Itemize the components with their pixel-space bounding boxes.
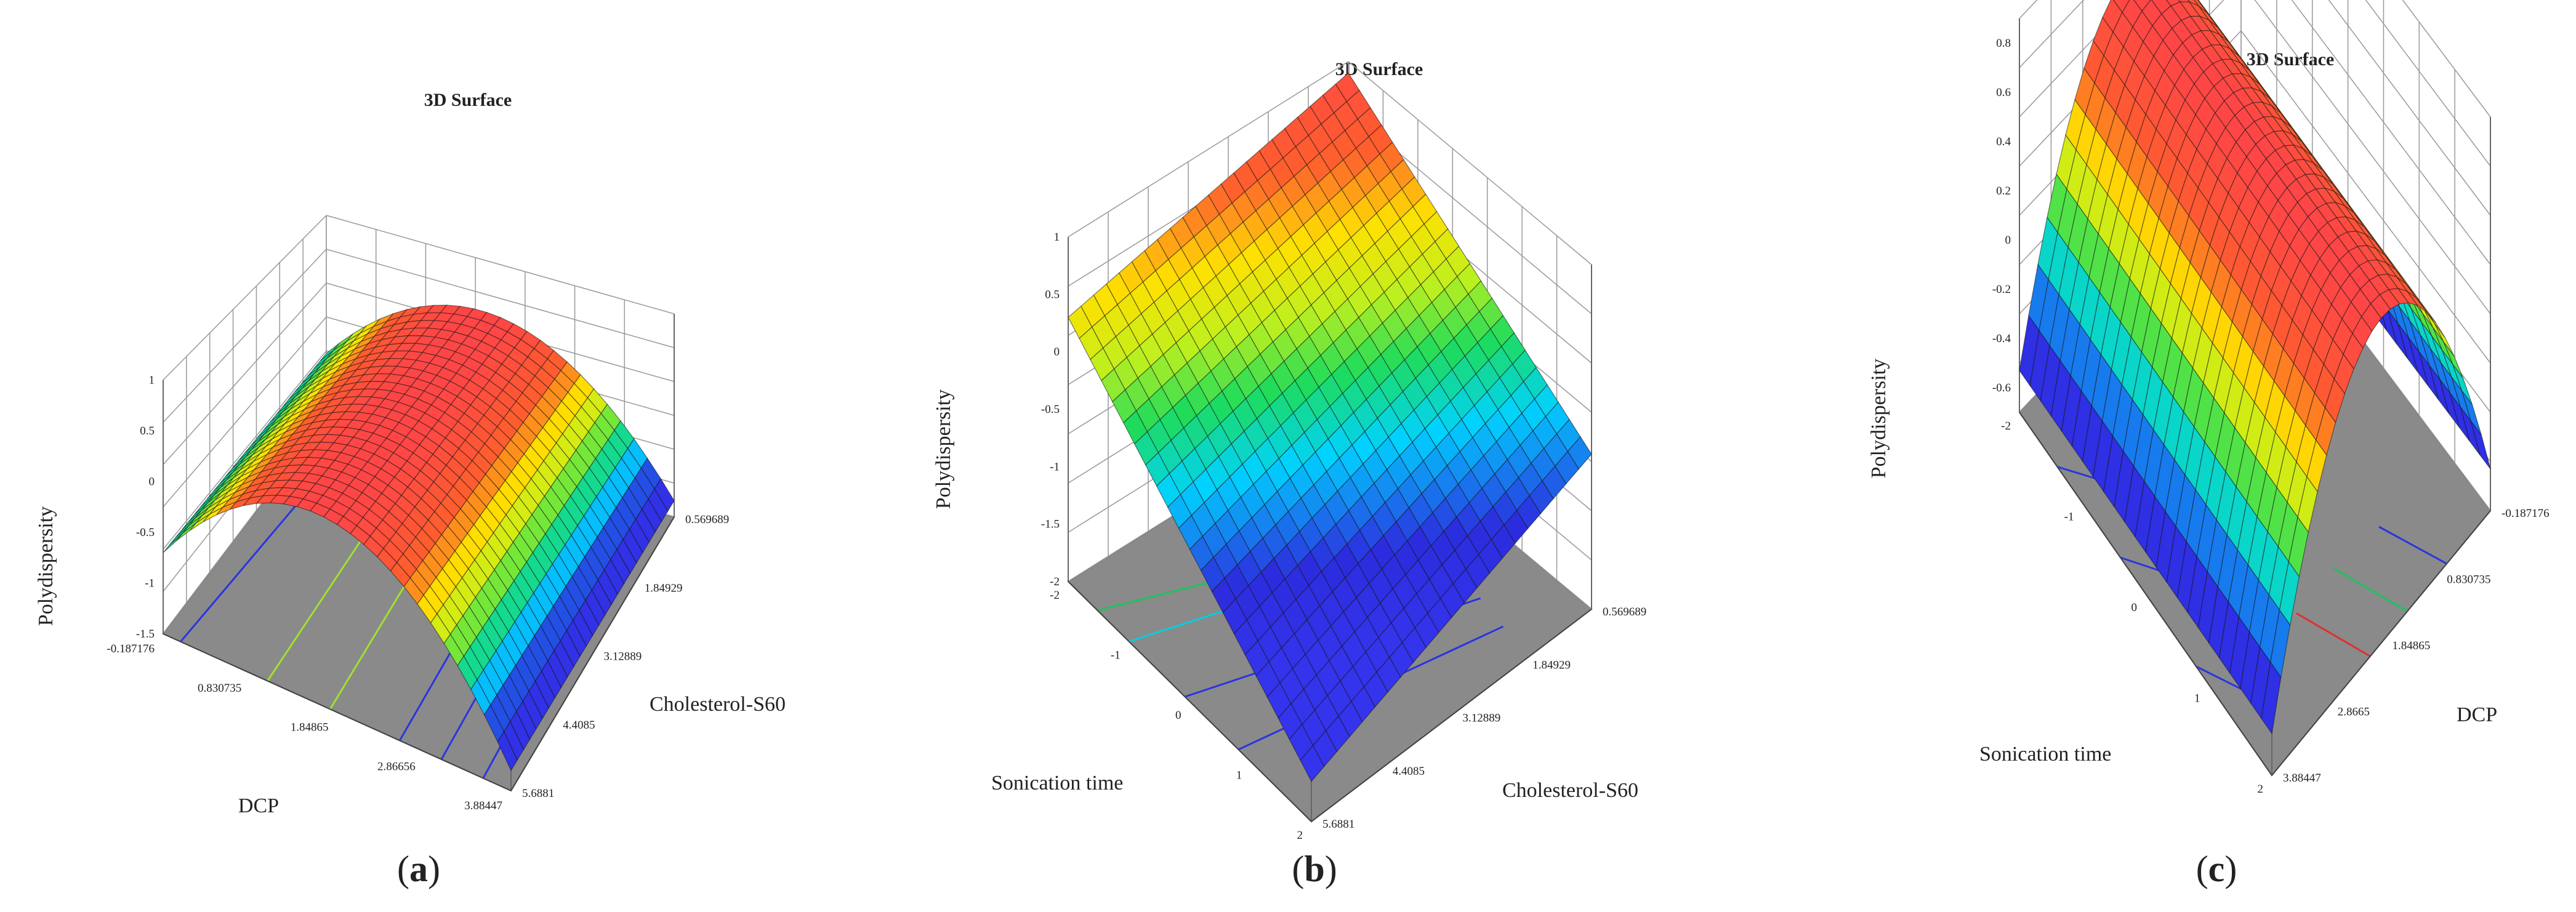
chart-b-y-tick: 0.569689 <box>1603 606 1646 618</box>
chart-c-y-tick: 3.88447 <box>2283 772 2321 785</box>
chart-b-x-tick: 1 <box>1236 769 1242 782</box>
chart-b-z-tick: 0.5 <box>1045 288 1060 301</box>
chart-c-wall-gridline <box>2328 0 2491 216</box>
chart-b-x-tick: -2 <box>1050 589 1060 602</box>
chart-c-x-tick: 0 <box>2131 601 2138 614</box>
chart-c-y-tick: 1.84865 <box>2393 639 2431 652</box>
chart-c-ylabel: DCP <box>2457 703 2497 726</box>
chart-c-z-tick: -0.6 <box>1992 382 2011 394</box>
chart-a-x-tick: 0.830735 <box>198 682 241 695</box>
chart-a-z-tick: 0.5 <box>140 425 155 438</box>
chart-b-surface-cell <box>1300 745 1325 782</box>
chart-c-z-tick: -0.4 <box>1992 332 2011 345</box>
chart-b-surface: -2 -1 0 1 2 0.569689 1.84929 3.12889 4.4085 5.688… <box>1041 61 1646 842</box>
chart-a-y-tick: 1.84929 <box>645 582 683 594</box>
chart-c-zlabel: Polydispersity <box>1867 359 1890 479</box>
chart-c-z-tick: -0.2 <box>1992 283 2011 296</box>
chart-a-title: 3D Surface <box>424 90 512 110</box>
chart-a-x-tick: 3.88447 <box>464 799 502 812</box>
chart-a-z-tick: -0.5 <box>136 526 155 539</box>
chart-a-wall-gridline <box>163 350 327 550</box>
chart-b-x-tick: -1 <box>1111 649 1121 662</box>
chart-c-wall-gridline <box>2019 0 2131 118</box>
chart-a-y-tick: 3.12889 <box>604 650 642 663</box>
chart-a-z-tick: -1 <box>145 577 155 590</box>
chart-c-z-tick: 0.4 <box>1996 135 2011 148</box>
chart-b-wall-gridline <box>1068 61 1349 238</box>
chart-a-wall-gridline <box>326 215 675 314</box>
chart-a-x-tick: -0.187176 <box>107 642 155 655</box>
chart-c: 3D Surface -2 -1 0 1 2 -0.187176 0.830735 1.848… <box>1867 0 2550 889</box>
chart-c-surface-cell <box>2261 661 2282 735</box>
chart-b-y-tick: 1.84929 <box>1532 658 1571 671</box>
chart-b-ylabel: Cholesterol-S60 <box>1502 779 1638 802</box>
chart-c-x-tick: -1 <box>2064 511 2074 524</box>
chart-c-y-tick: 0.830735 <box>2447 574 2490 586</box>
chart-c-z-tick: 0.8 <box>1996 37 2011 50</box>
chart-c-wall-gridline <box>2402 0 2491 118</box>
chart-b: 3D Surface -2-10120.5696891.849293.12889… <box>932 59 1646 889</box>
chart-c-x-tick: 2 <box>2258 783 2264 796</box>
chart-b-wall-gridline <box>1348 61 1592 265</box>
chart-b-y-tick: 3.12889 <box>1463 712 1501 725</box>
chart-c-xlabel: Sonication time <box>1979 743 2111 766</box>
chart-a-surface: -0.187176 0.830735 1.84865 2.86656 3.88447 0.… <box>107 215 729 812</box>
chart-a: 3D Surface -0.187176 0.830735 1.84865 2.866… <box>34 90 786 889</box>
chart-b-y-tick: 4.4085 <box>1393 765 1425 778</box>
chart-a-wall-gridline <box>163 316 327 508</box>
chart-b-xlabel: Sonication time <box>991 772 1123 794</box>
chart-a-z-tick: 0 <box>149 476 155 489</box>
chart-a-y-tick: 4.4085 <box>563 719 595 732</box>
chart-c-surface: -2 -1 0 1 2 -0.187176 0.830735 1.84865 2.8665 3.8… <box>1992 0 2550 796</box>
chart-c-wall-gridline <box>2254 0 2491 314</box>
chart-c-y-tick: -0.187176 <box>2502 507 2550 520</box>
chart-c-contour-line <box>2333 567 2408 612</box>
chart-b-panel-label: (b) <box>1292 849 1337 889</box>
chart-a-floor-edge <box>163 516 675 792</box>
chart-a-z-tick: 1 <box>149 374 155 387</box>
chart-c-x-tick: -2 <box>2001 420 2011 433</box>
chart-c-panel-label: (c) <box>2196 849 2237 889</box>
chart-b-y-tick: 5.6881 <box>1322 818 1354 831</box>
chart-c-wall-gridline <box>2019 0 2085 68</box>
chart-c-y-tick: 2.8665 <box>2338 706 2370 719</box>
chart-c-z-tick: 0 <box>2005 234 2011 247</box>
chart-b-zlabel: Polydispersity <box>932 390 955 510</box>
chart-a-y-tick: 0.569689 <box>685 513 729 526</box>
chart-a-wall-gridline <box>163 282 327 465</box>
chart-c-z-tick: 0.2 <box>1996 185 2011 198</box>
chart-b-z-tick: 0 <box>1054 346 1060 359</box>
chart-c-z-tick: 0.6 <box>1996 86 2011 99</box>
chart-b-floor-edge <box>1068 581 1592 823</box>
chart-a-ylabel: Cholesterol-S60 <box>650 693 786 716</box>
chart-a-wall-gridline <box>163 249 327 423</box>
chart-b-z-tick: -1.5 <box>1041 518 1060 531</box>
chart-a-z-tick: -1.5 <box>136 628 155 641</box>
chart-a-x-tick: 2.86656 <box>377 760 416 773</box>
chart-c-wall-gridline <box>2365 0 2491 167</box>
chart-c-contour-line <box>2378 526 2447 565</box>
chart-b-z-tick: -0.5 <box>1041 403 1060 416</box>
chart-c-floor-edge <box>2019 412 2491 777</box>
chart-c-x-tick: 1 <box>2194 692 2200 705</box>
chart-b-x-tick: 0 <box>1175 709 1181 722</box>
chart-a-surface-cell <box>163 532 183 553</box>
chart-a-xlabel: DCP <box>238 794 279 817</box>
chart-a-x-tick: 1.84865 <box>291 721 329 734</box>
chart-b-x-tick: 2 <box>1297 829 1303 842</box>
chart-b-z-tick: -2 <box>1050 575 1060 588</box>
chart-a-wall-gridline <box>163 215 327 381</box>
chart-c-wall-gridline <box>2291 0 2491 265</box>
chart-a-zlabel: Polydispersity <box>34 506 57 626</box>
chart-b-z-tick: 1 <box>1054 231 1060 244</box>
chart-b-z-tick: -1 <box>1050 460 1060 473</box>
chart-a-surface-cell <box>497 730 518 772</box>
chart-a-panel-label: (a) <box>397 849 440 889</box>
chart-a-y-tick: 5.6881 <box>522 787 554 800</box>
chart-c-wall-gridline <box>2240 30 2491 364</box>
chart-a-wall-gridline <box>326 249 675 348</box>
chart-c-contour-line <box>2296 612 2371 657</box>
chart-c-title: 3D Surface <box>2247 49 2334 70</box>
